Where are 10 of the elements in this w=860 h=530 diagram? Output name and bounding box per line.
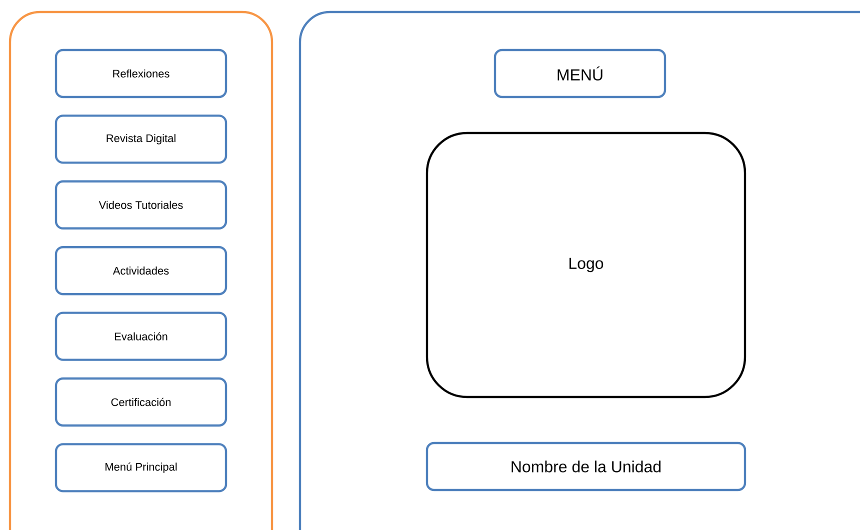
title-box: MENÚ	[494, 48, 666, 98]
menu-button: Reflexiones	[54, 48, 228, 98]
name-box: Nombre de la Unidad	[426, 442, 746, 492]
menu-button: Revista Digital	[54, 114, 228, 164]
menu-button: Actividades	[54, 246, 228, 296]
menu-button: Evaluación	[54, 312, 228, 361]
menu-button: Certificación	[54, 377, 228, 427]
menu-button: Videos Tutoriales	[54, 180, 228, 230]
menu-button: Menú Principal	[54, 443, 228, 492]
placeholder-box: Logo	[426, 132, 746, 398]
